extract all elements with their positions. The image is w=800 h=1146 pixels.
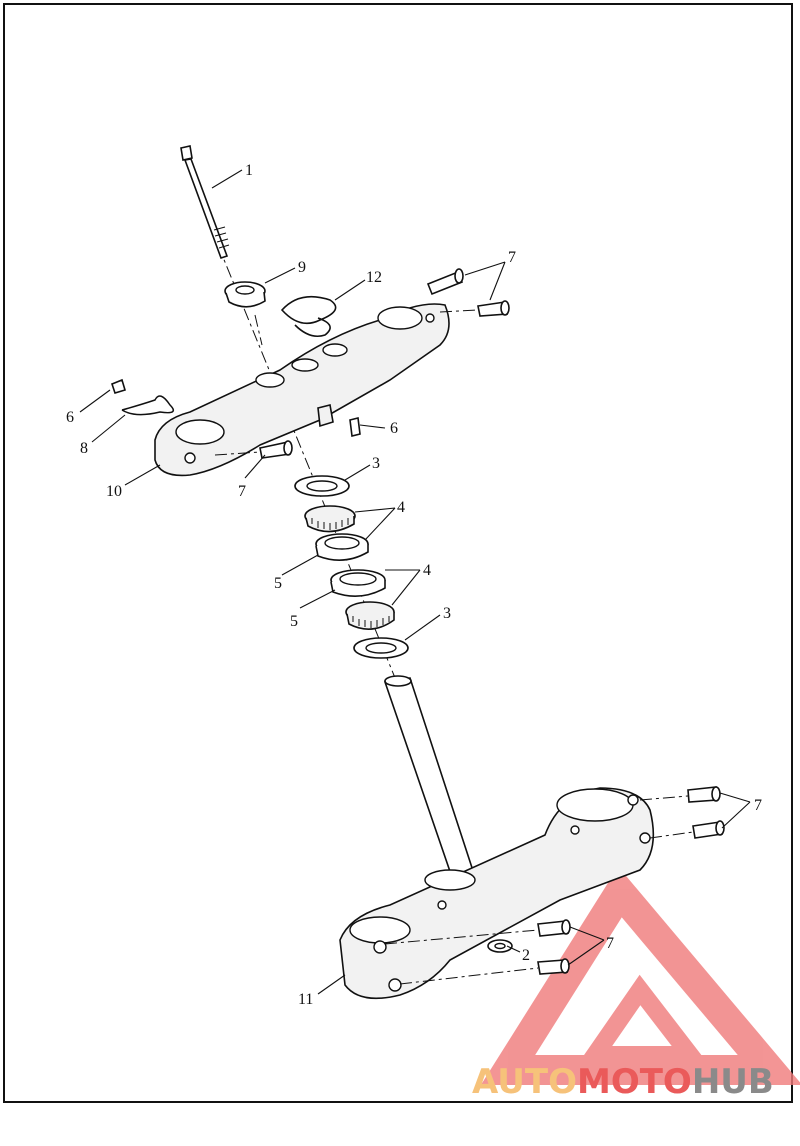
part-7-bolt-left	[259, 440, 293, 459]
part-7-bolt-lower-a	[687, 786, 721, 803]
part-7-bolt-lower-d	[537, 958, 570, 975]
bolt-axis	[649, 831, 694, 839]
bolt-axis	[384, 929, 539, 945]
callout-3-lower: 3	[443, 605, 451, 622]
callout-11: 11	[298, 991, 313, 1008]
part-5-race-upper	[315, 533, 369, 561]
callout-7-bottom: 7	[606, 935, 614, 952]
part-9-cap-nut	[224, 281, 266, 308]
callout-7-upper: 7	[508, 249, 516, 266]
callout-10: 10	[106, 483, 122, 500]
part-12-wire-clip	[280, 295, 337, 338]
callout-6-right: 6	[390, 420, 398, 437]
callout-7-left: 7	[238, 483, 246, 500]
callout-5-lower: 5	[290, 613, 298, 630]
part-10-upper-clamp	[154, 303, 450, 477]
axis-segment	[254, 314, 263, 346]
callout-3-upper: 3	[372, 455, 380, 472]
part-3-washer-lower	[353, 637, 409, 659]
callout-7-right: 7	[754, 797, 762, 814]
callout-1: 1	[245, 162, 253, 179]
watermark-auto: AUTO	[472, 1062, 577, 1102]
watermark-hub: HUB	[692, 1062, 774, 1102]
bolt-axis	[214, 451, 261, 456]
part-3-washer-upper	[294, 475, 350, 497]
callout-5-upper: 5	[274, 575, 282, 592]
callout-8: 8	[80, 440, 88, 457]
watermark-text: AUTOMOTOHUB	[472, 1062, 774, 1102]
callout-9: 9	[298, 259, 306, 276]
part-7-bolt-lower-c	[537, 919, 571, 937]
part-4-bearing-lower	[345, 601, 395, 630]
leader-lines	[79, 169, 751, 995]
callout-6-left: 6	[66, 409, 74, 426]
part-4-bearing-upper	[304, 505, 356, 533]
part-2-washer	[487, 939, 513, 953]
callout-2: 2	[522, 947, 530, 964]
bolt-axis	[399, 967, 539, 985]
part-11-lower-clamp	[339, 675, 655, 1000]
part-1-stem-bolt	[180, 145, 230, 260]
bolt-axis	[439, 309, 479, 313]
part-7-bolt-upper-a	[426, 268, 464, 296]
part-5-race-lower	[330, 569, 386, 597]
part-7-bolt-upper-b	[477, 300, 510, 317]
part-6-screw-lower	[349, 417, 361, 437]
part-7-bolt-lower-b	[692, 820, 725, 839]
part-6-screw-upper	[111, 378, 126, 394]
part-8-spring-clip	[121, 395, 175, 416]
watermark-logo	[480, 866, 800, 1085]
callout-4-lower: 4	[423, 562, 431, 579]
bolt-axis	[639, 795, 689, 801]
callout-12: 12	[366, 269, 382, 286]
callout-4-upper: 4	[397, 499, 405, 516]
watermark-moto: MOTO	[577, 1062, 692, 1102]
